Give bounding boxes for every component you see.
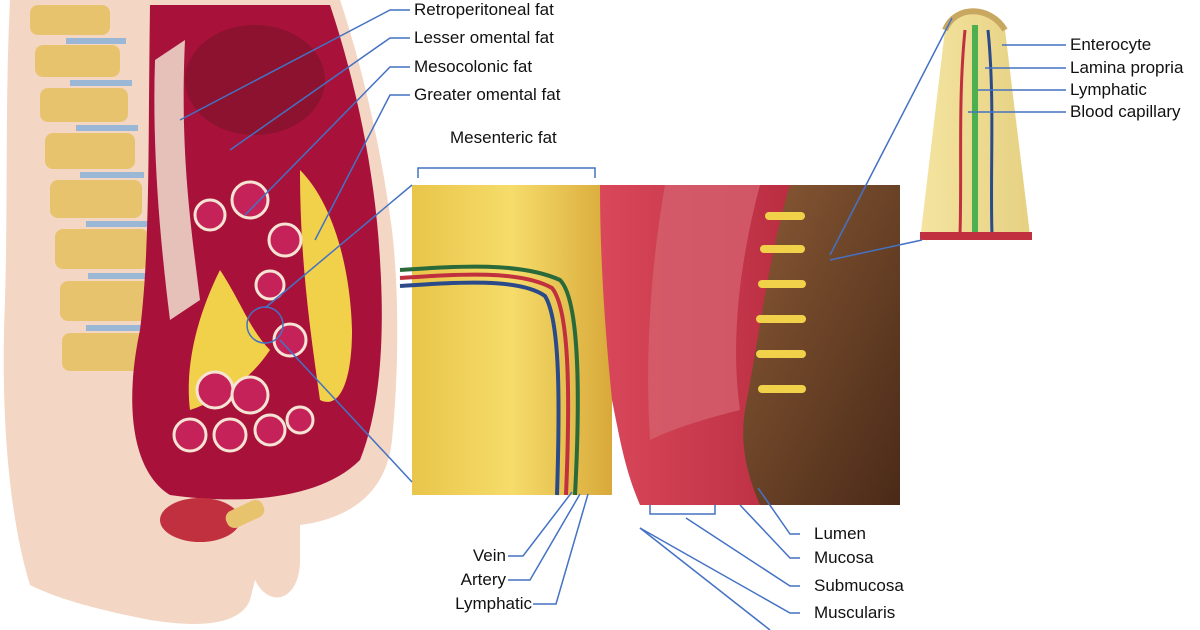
mesenteric-bracket	[418, 168, 595, 178]
label-enterocyte: Enterocyte	[1070, 35, 1151, 55]
leader-bottom-tail	[640, 528, 770, 630]
label-lesser-omental-fat: Lesser omental fat	[414, 28, 554, 48]
label-lumen: Lumen	[814, 524, 866, 544]
leader-lymphatic-vessel	[533, 494, 588, 604]
label-artery: Artery	[461, 570, 506, 590]
magnified-wall-illustration	[400, 185, 900, 505]
label-mucosa: Mucosa	[814, 548, 874, 568]
label-lamina-propria: Lamina propria	[1070, 58, 1183, 78]
label-greater-omental-fat: Greater omental fat	[414, 85, 560, 105]
villus-base	[920, 232, 1032, 240]
bracket-submucosa	[650, 505, 715, 514]
label-retroperitoneal-fat: Retroperitoneal fat	[414, 0, 554, 20]
leader-artery	[508, 494, 580, 580]
leader-mucosa	[740, 505, 800, 558]
label-vein: Vein	[473, 546, 506, 566]
label-muscularis: Muscularis	[814, 603, 895, 623]
label-mesenteric-fat: Mesenteric fat	[450, 128, 557, 148]
label-lymphatic-vessel: Lymphatic	[455, 594, 532, 614]
label-lymphatic-villus: Lymphatic	[1070, 80, 1147, 100]
sagittal-section-illustration	[4, 0, 398, 624]
leader-submucosa	[686, 518, 800, 586]
label-blood-capillary: Blood capillary	[1070, 102, 1181, 122]
label-mesocolonic-fat: Mesocolonic fat	[414, 57, 532, 77]
mesenteric-fat-block	[412, 185, 612, 495]
label-submucosa: Submucosa	[814, 576, 904, 596]
